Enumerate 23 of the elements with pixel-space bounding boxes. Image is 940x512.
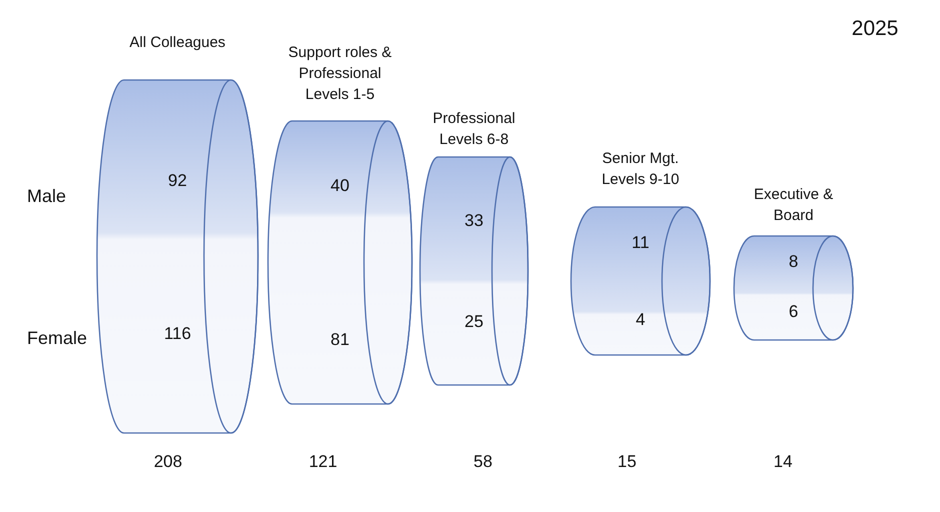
total-label: 58 — [472, 451, 494, 473]
value-label: 11 — [630, 232, 650, 254]
category-heading: Support roles & Professional Levels 1-5 — [287, 43, 393, 105]
value-label: 33 — [464, 210, 484, 232]
value-label: 6 — [788, 301, 800, 323]
value-label: 81 — [330, 329, 350, 351]
category-heading: Executive & Board — [752, 185, 834, 226]
value-label: 25 — [464, 311, 484, 333]
value-label: 8 — [788, 251, 800, 273]
category-heading: All Colleagues — [128, 33, 226, 53]
total-label: 15 — [616, 451, 638, 473]
total-label: 208 — [152, 451, 184, 473]
value-label: 4 — [634, 309, 646, 331]
value-label: 40 — [330, 175, 350, 197]
total-label: 121 — [308, 451, 338, 473]
value-label: 92 — [167, 170, 188, 192]
year-title: 2025 — [850, 16, 900, 42]
category-heading: Senior Mgt. Levels 9-10 — [600, 149, 680, 190]
row-label: Female — [27, 327, 88, 349]
category-heading: Professional Levels 6-8 — [432, 109, 516, 150]
row-label: Male — [27, 185, 66, 207]
total-label: 14 — [772, 451, 794, 473]
value-label: 116 — [162, 323, 192, 345]
